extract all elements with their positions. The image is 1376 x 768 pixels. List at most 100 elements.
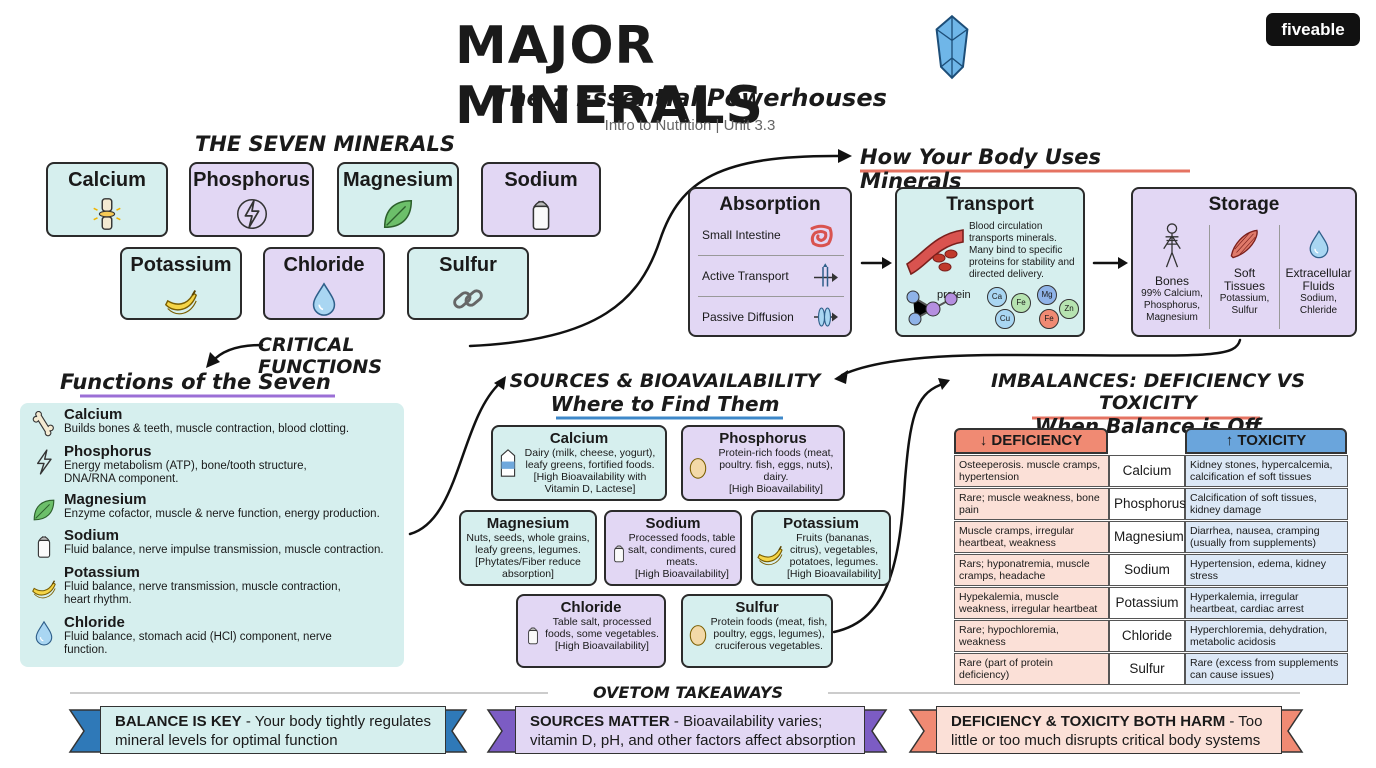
mineral-name: Sulfur — [439, 254, 497, 276]
function-name: Chloride — [64, 614, 125, 631]
function-item-magnesium: Magnesium Enzyme cofactor, muscle & nerv… — [30, 492, 400, 521]
source-desc: Protein-rich foods (meat, poultry. fish,… — [718, 447, 834, 483]
source-card-sodium: Sodium Processed foods, table salt, cond… — [604, 510, 742, 586]
takeaway-text: - Too little or too much disrupts critic… — [951, 713, 1263, 749]
source-name: Sulfur — [735, 599, 779, 616]
source-name: Sodium — [645, 515, 701, 532]
egg-icon — [687, 620, 709, 648]
critical-functions-label: CRITICAL FUNCTIONS — [258, 334, 383, 378]
function-name: Phosphorus — [64, 443, 152, 460]
table-row: Rare; muscle weakness, bone pain Phospho… — [954, 488, 1348, 520]
storage-column-name: Bones — [1154, 274, 1190, 288]
bone-icon — [30, 411, 58, 439]
table-row: Hypekalemia, muscle weakness, irregular … — [954, 587, 1348, 619]
source-desc: Nuts, seeds, whole grains, leafy greens,… — [466, 532, 590, 556]
deficiency-cell: Osteeperosis. muscle cramps, hypertensio… — [954, 455, 1109, 487]
mineral-card-potassium: Potassium — [120, 247, 242, 320]
mineral-cell: Phosphorus — [1109, 488, 1186, 520]
function-desc: Fluid balance, nerve transmission, muscl… — [64, 581, 341, 606]
banana-icon — [755, 538, 785, 568]
takeaway-text: - Your body tightly regulates mineral le… — [115, 713, 431, 749]
source-name: Chloride — [560, 599, 622, 616]
function-desc: Fluid balance, stomach acid (HCl) compon… — [64, 631, 332, 656]
toxicity-header: ↑ TOXICITY — [1185, 428, 1347, 454]
lightning-icon — [233, 195, 271, 233]
table-row: Osteeperosis. muscle cramps, hypertensio… — [954, 455, 1348, 487]
toxicity-cell: Calcification of soft tissues, kidney da… — [1185, 488, 1348, 520]
mineral-name: Sodium — [504, 169, 578, 191]
storage-column-desc: Potassium, Sulfur — [1219, 293, 1270, 316]
source-note: [High Bioavailability] — [729, 483, 823, 495]
storage-card: Storage Bones 99% Calcium, Phosphorus, M… — [1131, 187, 1357, 337]
leaf-icon — [379, 195, 417, 233]
deficiency-cell: Rare; muscle weakness, bone pain — [954, 488, 1109, 520]
ion-badge: Fe — [1039, 309, 1059, 329]
egg-icon — [687, 453, 709, 481]
crystal-icon — [930, 14, 974, 80]
mineral-cell: Chloride — [1109, 620, 1185, 652]
intestine-icon — [806, 221, 836, 251]
source-card-magnesium: Magnesium Nuts, seeds, whole grains, lea… — [459, 510, 597, 586]
absorption-row-label: Small Intestine — [702, 228, 781, 242]
function-name: Calcium — [64, 406, 123, 423]
takeaway-text: - Bioavailability varies; vitamin D, pH,… — [530, 713, 856, 749]
water-drop-icon — [1303, 227, 1335, 261]
source-desc: Fruits (bananas, citrus), vegetables, po… — [789, 532, 879, 568]
function-name: Potassium — [64, 564, 140, 581]
sources-heading-line1: SOURCES & BIOAVAILABILITY — [509, 370, 821, 392]
lightning-icon — [30, 448, 58, 476]
passive-diffusion-icon — [810, 302, 842, 332]
function-item-sodium: Sodium Fluid balance, nerve impulse tran… — [30, 528, 400, 557]
ion-badge: Zn — [1059, 299, 1079, 319]
source-desc: Protein foods (meat, fish, poultry, eggs… — [710, 616, 828, 652]
sources-heading: SOURCES & BIOAVAILABILITY Where to Find … — [505, 370, 825, 416]
page-title: MAJOR MINERALS — [455, 16, 765, 136]
deficiency-cell: Rare (part of protein deficiency) — [954, 653, 1109, 685]
page-subtitle: The 7 Essential Powerhouses — [493, 84, 887, 112]
storage-column-soft-tissues: Soft Tissues Potassium, Sulfur — [1210, 227, 1279, 317]
absorption-row-label: Active Transport — [702, 269, 789, 283]
storage-column-bones: Bones 99% Calcium, Phosphorus, Magnesium — [1135, 223, 1209, 324]
milk-carton-icon — [497, 447, 519, 479]
function-desc: Fluid balance, nerve impulse transmissio… — [64, 544, 384, 556]
active-transport-icon — [810, 261, 842, 291]
function-item-calcium: Calcium Builds bones & teeth, muscle con… — [30, 407, 400, 436]
source-card-chloride: Chloride Table salt, processed foods, so… — [516, 594, 666, 668]
water-drop-icon — [305, 280, 343, 318]
source-card-calcium: Calcium Dairy (milk, cheese, yogurt), le… — [491, 425, 667, 501]
mineral-cell: Potassium — [1109, 587, 1185, 619]
transport-title: Transport — [946, 194, 1034, 215]
mineral-ions: Ca Fe Mg Zn Cu Fe — [987, 285, 1083, 333]
source-note: [High Bioavailability] — [635, 568, 729, 580]
storage-column-extracellular: Extracellular Fluids Sodium, Chleride — [1280, 227, 1357, 317]
source-desc: Table salt, processed foods, some vegeta… — [545, 616, 659, 640]
function-desc: Enzyme cofactor, muscle & nerve function… — [64, 508, 380, 520]
functions-heading: Functions of the Seven — [60, 370, 331, 394]
bone-joint-icon — [88, 195, 126, 233]
source-name: Calcium — [549, 430, 609, 447]
imbalances-heading-line1: IMBALANCES: DEFICIENCY VS TOXICITY — [990, 370, 1306, 414]
salt-shaker-icon — [30, 532, 58, 560]
absorption-row-label: Passive Diffusion — [702, 310, 794, 324]
toxicity-cell: Hyperchloremia, dehydration, metabolic a… — [1185, 620, 1348, 652]
takeaway-bold: DEFICIENCY & TOXICITY BOTH HARM — [951, 713, 1226, 730]
takeaway-bold: BALANCE IS KEY — [115, 713, 242, 730]
mineral-name: Magnesium — [342, 169, 454, 191]
mineral-card-calcium: Calcium — [46, 162, 168, 237]
absorption-title: Absorption — [719, 194, 821, 215]
protein-icon — [903, 287, 963, 327]
mineral-card-sulfur: Sulfur — [407, 247, 529, 320]
source-note: [Phytates/Fiber reduce absorption] — [475, 556, 581, 580]
storage-column-name: Soft Tissues — [1224, 266, 1265, 293]
takeaway-bold: SOURCES MATTER — [530, 713, 670, 730]
mineral-name: Calcium — [68, 169, 146, 191]
source-card-phosphorus: Phosphorus Protein-rich foods (meat, pou… — [681, 425, 845, 501]
source-name: Magnesium — [486, 515, 570, 532]
deficiency-cell: Rars; hyponatremia, muscle cramps, heada… — [954, 554, 1109, 586]
source-desc: Dairy (milk, cheese, yogurt), leafy gree… — [524, 447, 656, 471]
takeaway-banner-balance: BALANCE IS KEY - Your body tightly regul… — [100, 706, 446, 754]
imbalances-heading: IMBALANCES: DEFICIENCY VS TOXICITY When … — [950, 370, 1346, 438]
course-label: Intro to Nutrition | Unit 3.3 — [604, 117, 776, 134]
salt-shaker-icon — [608, 538, 630, 568]
